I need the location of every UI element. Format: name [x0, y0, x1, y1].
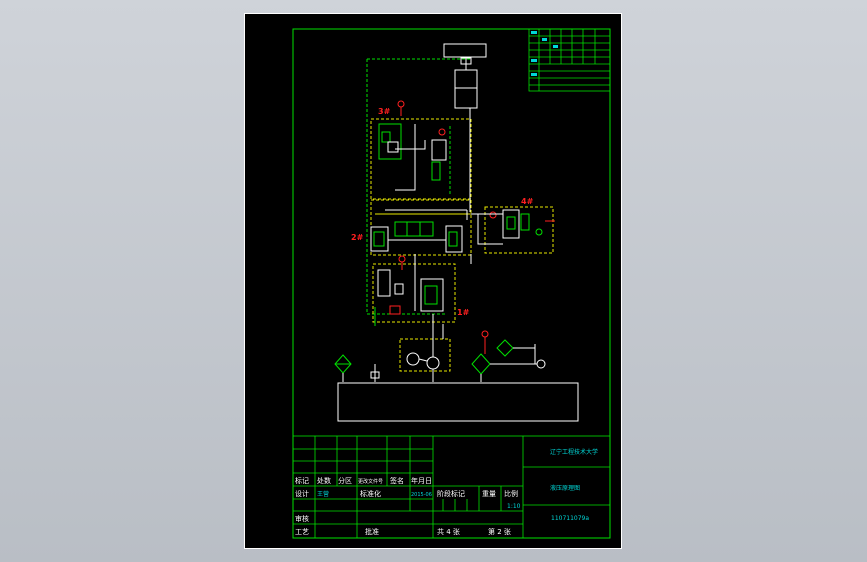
valve-group-2: 2#	[351, 199, 472, 256]
valve-label-4: 4#	[521, 197, 534, 206]
pilot-line-dashed	[366, 58, 470, 315]
hydraulic-cylinder	[443, 43, 487, 109]
oil-reservoir	[337, 382, 579, 422]
design-date: 2015-06	[411, 492, 432, 498]
header-zone: 分区	[338, 476, 352, 485]
university-name: 辽宁工程技术大学	[550, 448, 598, 456]
valve-group-3: 3#	[370, 100, 472, 212]
review-label: 审核	[295, 514, 309, 523]
scale-value: 1:10	[507, 503, 521, 510]
standardize-label: 标准化	[360, 489, 381, 498]
drawing-sheet: 3# 2# 4#	[244, 13, 622, 549]
parts-list-table	[528, 28, 611, 92]
drawing-frame	[292, 28, 611, 539]
main-pressure-line	[432, 254, 472, 339]
scale-label: 比例	[504, 489, 518, 498]
valve-label-2: 2#	[351, 233, 364, 242]
header-mark: 标记	[295, 476, 309, 485]
valve-group-4: 4#	[471, 197, 555, 254]
title-block: 辽宁工程技术大学 液压原理图 110711079a 标记 处数 分区 更改文件号…	[292, 435, 611, 539]
pump-motor-unit	[399, 334, 451, 382]
valve-group-1: 1#	[372, 254, 470, 326]
breather-cap	[370, 364, 380, 382]
sheets-total: 共 4 张	[437, 527, 460, 536]
designer-name: 王营	[317, 490, 329, 498]
weight-label: 重量	[482, 490, 496, 498]
sheet-number: 第 2 张	[488, 527, 511, 536]
approve-label: 批准	[365, 527, 379, 536]
drawing-number: 110711079a	[551, 515, 589, 522]
stage-label: 阶段标记	[437, 489, 465, 498]
valve-label-3: 3#	[378, 107, 391, 116]
header-signature: 签名	[390, 476, 404, 485]
hydraulic-schematic: 3# 2# 4#	[292, 28, 611, 539]
process-label: 工艺	[295, 528, 309, 536]
design-label: 设计	[295, 489, 309, 498]
header-count: 处数	[317, 476, 331, 485]
valve-label-1: 1#	[457, 308, 470, 317]
drawing-name: 液压原理图	[550, 484, 580, 492]
header-date: 年月日	[411, 476, 432, 485]
header-change-doc: 更改文件号	[358, 478, 383, 485]
filter-left	[334, 354, 352, 382]
return-filter-cooler	[471, 330, 546, 382]
